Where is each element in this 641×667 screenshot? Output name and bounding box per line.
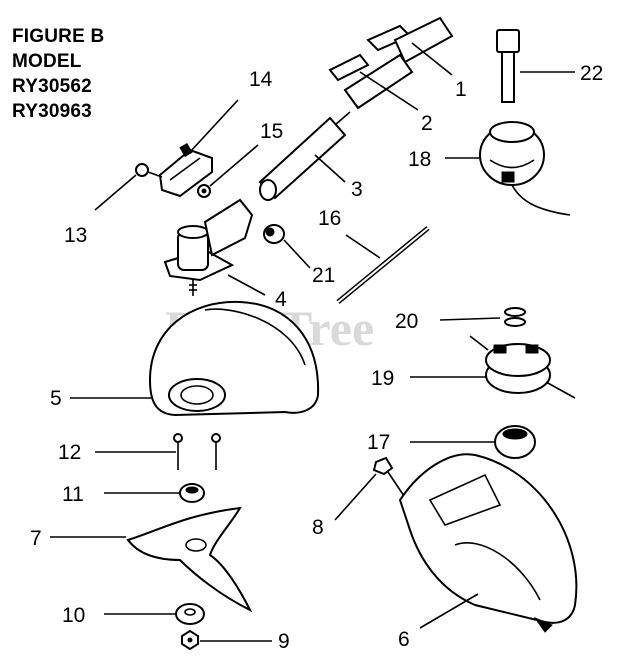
locking-rod [336, 226, 430, 304]
bump-knob [494, 425, 536, 459]
callout-12: 12 [58, 441, 81, 464]
label-decal-2 [328, 53, 370, 82]
callout-13: 13 [64, 224, 87, 247]
clamp-nut [197, 184, 211, 198]
callout-4: 4 [275, 288, 287, 311]
callout-6: 6 [398, 628, 410, 651]
callout-8: 8 [312, 516, 324, 539]
line-spool [469, 335, 576, 399]
model-number-1: RY30562 [12, 76, 92, 97]
shield-screws [173, 433, 221, 470]
callout-16: 16 [318, 207, 341, 230]
blade-nut [181, 629, 199, 651]
spacer-bushing [263, 224, 285, 244]
callout-9: 9 [278, 630, 290, 653]
callout-11: 11 [62, 483, 84, 506]
head-bolt [496, 29, 520, 103]
clamp-screw [135, 163, 163, 178]
model-number-2: RY30963 [12, 101, 92, 122]
upper-flange [179, 483, 205, 503]
trimmer-head [479, 121, 571, 216]
guard-screw [372, 456, 411, 506]
figure-title: FIGURE B [12, 26, 105, 47]
callout-19: 19 [371, 367, 394, 390]
drive-shaft [258, 16, 454, 201]
leader-lines [50, 42, 575, 642]
gear-head [163, 198, 254, 296]
shaft-clamp [158, 142, 213, 198]
blade-shield [148, 300, 320, 417]
callout-10: 10 [62, 604, 85, 627]
callout-15: 15 [260, 120, 283, 143]
callout-3: 3 [351, 178, 363, 201]
callout-7: 7 [30, 527, 42, 550]
callout-2: 2 [421, 112, 433, 135]
spring [504, 307, 526, 327]
lower-flange [175, 603, 205, 625]
trimmer-guard [398, 453, 578, 633]
model-label: MODEL [12, 51, 82, 72]
callout-21: 21 [312, 264, 335, 287]
callout-20: 20 [395, 310, 418, 333]
callout-18: 18 [408, 148, 431, 171]
callout-22: 22 [580, 62, 603, 85]
callout-1: 1 [455, 78, 467, 101]
callout-5: 5 [50, 387, 62, 410]
callout-14: 14 [249, 68, 273, 91]
callout-17: 17 [367, 431, 390, 454]
cutting-blade [126, 506, 253, 613]
